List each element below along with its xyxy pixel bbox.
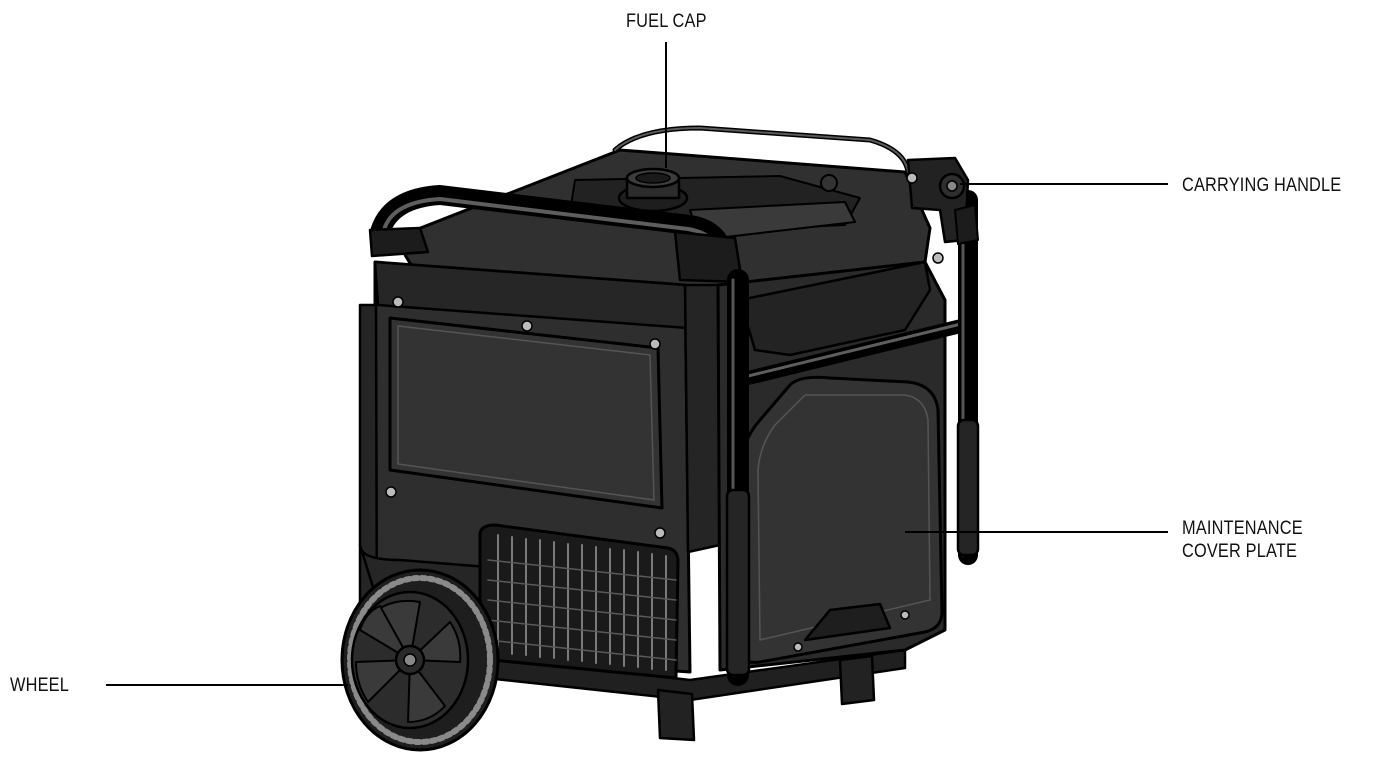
front-right-strip	[683, 283, 722, 554]
foot-front	[656, 688, 696, 742]
vent-grille-chevrons	[487, 559, 677, 661]
bar-grip-right	[956, 418, 980, 557]
front-window-panel-inner	[397, 325, 655, 501]
screw	[392, 296, 404, 308]
wheel-label: WHEEL	[10, 675, 69, 696]
vent-grille-slats	[497, 534, 667, 671]
generator-illustration	[340, 125, 980, 752]
vent-grille	[478, 523, 680, 680]
rear-handle-bar-inner	[614, 127, 909, 173]
screw	[932, 252, 944, 264]
screw	[654, 527, 666, 539]
front-handle-block-left	[368, 226, 430, 258]
wheel-hub-center	[403, 653, 417, 667]
screw	[900, 610, 910, 620]
front-window-panel	[388, 316, 664, 510]
screw	[521, 320, 533, 332]
side-roll-bar-horizontal	[733, 318, 972, 387]
screw	[385, 486, 397, 498]
screw	[793, 642, 803, 652]
maintenance-cover-plate-label: MAINTENANCE COVER PLATE	[1182, 518, 1303, 562]
carrying-handle-label: CARRYING HANDLE	[1182, 175, 1342, 196]
wheel-spoke	[355, 659, 411, 703]
carrying-handle-pivot-inner	[946, 180, 958, 192]
leader-lines	[106, 42, 1168, 686]
bar-grip-left	[725, 488, 751, 677]
fuel-gauge	[820, 174, 838, 192]
fuel-cap-top-inner	[635, 172, 671, 184]
screw	[906, 172, 918, 184]
wheel-tread	[347, 575, 493, 745]
side-roll-bar-horizontal-shine	[738, 321, 967, 380]
wheel	[340, 568, 500, 752]
carrying-handle-clip	[954, 204, 979, 245]
wheel-spoke	[407, 659, 446, 723]
fuel-cap-label: FUEL CAP	[626, 11, 707, 32]
foot-side	[838, 654, 876, 706]
wheel-spoke	[359, 605, 411, 661]
maintenance-cover-handle	[803, 602, 892, 642]
side-upper-band	[738, 260, 932, 357]
screw	[649, 338, 661, 350]
